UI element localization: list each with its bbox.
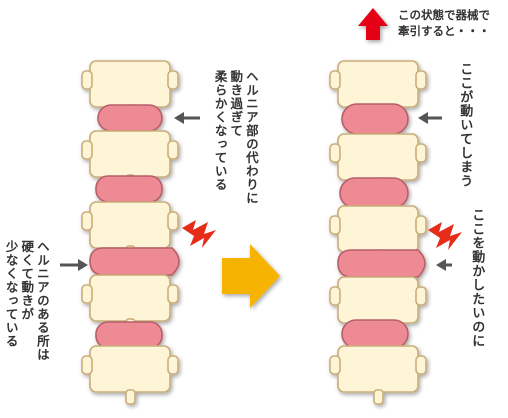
label-line: 硬くて動きが bbox=[19, 240, 35, 321]
label-line: ヘルニアのある所は bbox=[34, 240, 50, 362]
spine-right bbox=[329, 60, 427, 405]
vertebra bbox=[329, 345, 427, 405]
up-arrow-icon bbox=[358, 8, 388, 40]
pointer-arrow bbox=[174, 112, 200, 124]
pointer-arrow bbox=[436, 259, 452, 271]
lightning-icon bbox=[182, 220, 216, 248]
label-hernia-segment: ヘルニアのある所は 硬くて動きが 少なくなっている bbox=[3, 240, 50, 390]
disc bbox=[339, 177, 409, 209]
herniated-disc bbox=[337, 249, 426, 278]
traction-caption: この状態で器械で 牽引すると・・・ bbox=[398, 8, 490, 39]
pointer-arrow bbox=[418, 112, 442, 124]
vertebra bbox=[81, 345, 179, 405]
label-line: 少なくなっている bbox=[3, 240, 19, 348]
label-line: 動き過ぎて bbox=[228, 70, 244, 138]
disc bbox=[341, 319, 409, 349]
herniated-disc bbox=[89, 247, 180, 276]
caption-line: 牽引すると・・・ bbox=[398, 23, 490, 38]
caption-line: この状態で器械で bbox=[398, 8, 490, 22]
disc bbox=[97, 104, 163, 132]
label-line: ヘルニア部の代わりに bbox=[243, 70, 259, 205]
label-line: ここを動かしたいのに bbox=[469, 208, 485, 348]
label-want-to-move: ここを動かしたいのに bbox=[468, 208, 484, 368]
disc bbox=[341, 103, 409, 135]
pointer-arrow bbox=[60, 259, 88, 271]
right-arrow-icon bbox=[222, 244, 280, 308]
label-moves-here: ここが動いてしまう bbox=[456, 62, 472, 202]
disc bbox=[95, 321, 163, 349]
spine-left bbox=[81, 60, 180, 405]
disc bbox=[95, 175, 163, 203]
label-line: ここが動いてしまう bbox=[457, 62, 473, 188]
label-line: 柔らかくなっている bbox=[212, 70, 228, 192]
label-overmobile-segment: ヘルニア部の代わりに 動き過ぎて 柔らかくなっている bbox=[212, 70, 259, 210]
lightning-icon bbox=[428, 222, 462, 250]
